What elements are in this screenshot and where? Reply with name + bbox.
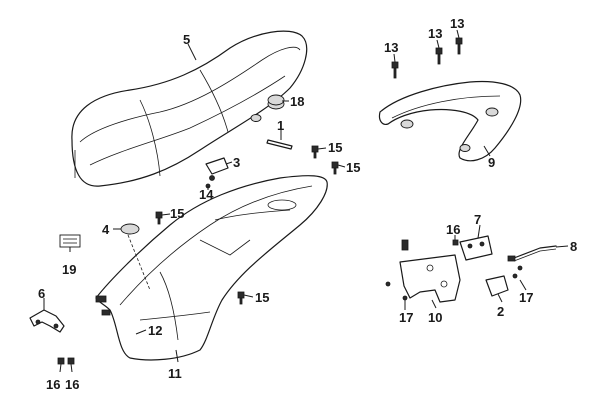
bracket-6	[29, 309, 65, 333]
callout-17-left: 17	[399, 310, 413, 325]
lock-7	[459, 235, 493, 261]
callout-10: 10	[428, 310, 442, 325]
callout-12: 12	[148, 323, 162, 338]
callout-16-upper: 16	[446, 222, 460, 237]
bracket-10	[385, 239, 461, 303]
leader-lines	[43, 29, 569, 373]
lamp-lens	[120, 223, 140, 235]
callout-13-middle: 13	[428, 26, 442, 41]
callout-13-left: 13	[384, 40, 398, 55]
seat-bumper	[250, 94, 285, 122]
callout-3: 3	[233, 155, 240, 170]
callout-6: 6	[38, 286, 45, 301]
callout-14: 14	[199, 187, 214, 202]
callout-18: 18	[290, 94, 304, 109]
callout-4: 4	[102, 222, 110, 237]
latch-2	[485, 265, 523, 297]
rod	[266, 139, 293, 150]
callout-17-right: 17	[519, 290, 533, 305]
callout-19: 19	[62, 262, 76, 277]
luggage-box	[95, 175, 328, 361]
callout-labels: 5 18 1 3 14 13 13 13 9 15 15 15 15 4 19 …	[38, 16, 577, 392]
latch	[205, 157, 229, 189]
bolt-13	[391, 37, 463, 79]
callout-15-lower: 15	[255, 290, 269, 305]
callout-15-left: 15	[170, 206, 184, 221]
callout-15-middle: 15	[346, 160, 360, 175]
callout-16-left: 16	[46, 377, 60, 392]
callout-7: 7	[474, 212, 481, 227]
callout-11: 11	[168, 366, 182, 381]
callout-2: 2	[497, 304, 504, 319]
seat	[71, 30, 308, 187]
callout-15-upper: 15	[328, 140, 342, 155]
callout-1: 1	[277, 118, 284, 133]
callout-5: 5	[183, 32, 190, 47]
callout-9: 9	[488, 155, 495, 170]
callout-8: 8	[570, 239, 577, 254]
callout-16-right: 16	[65, 377, 79, 392]
label-19	[59, 234, 81, 248]
rear-carrier	[378, 80, 522, 162]
callout-13-right: 13	[450, 16, 464, 31]
cable-8	[507, 245, 557, 262]
